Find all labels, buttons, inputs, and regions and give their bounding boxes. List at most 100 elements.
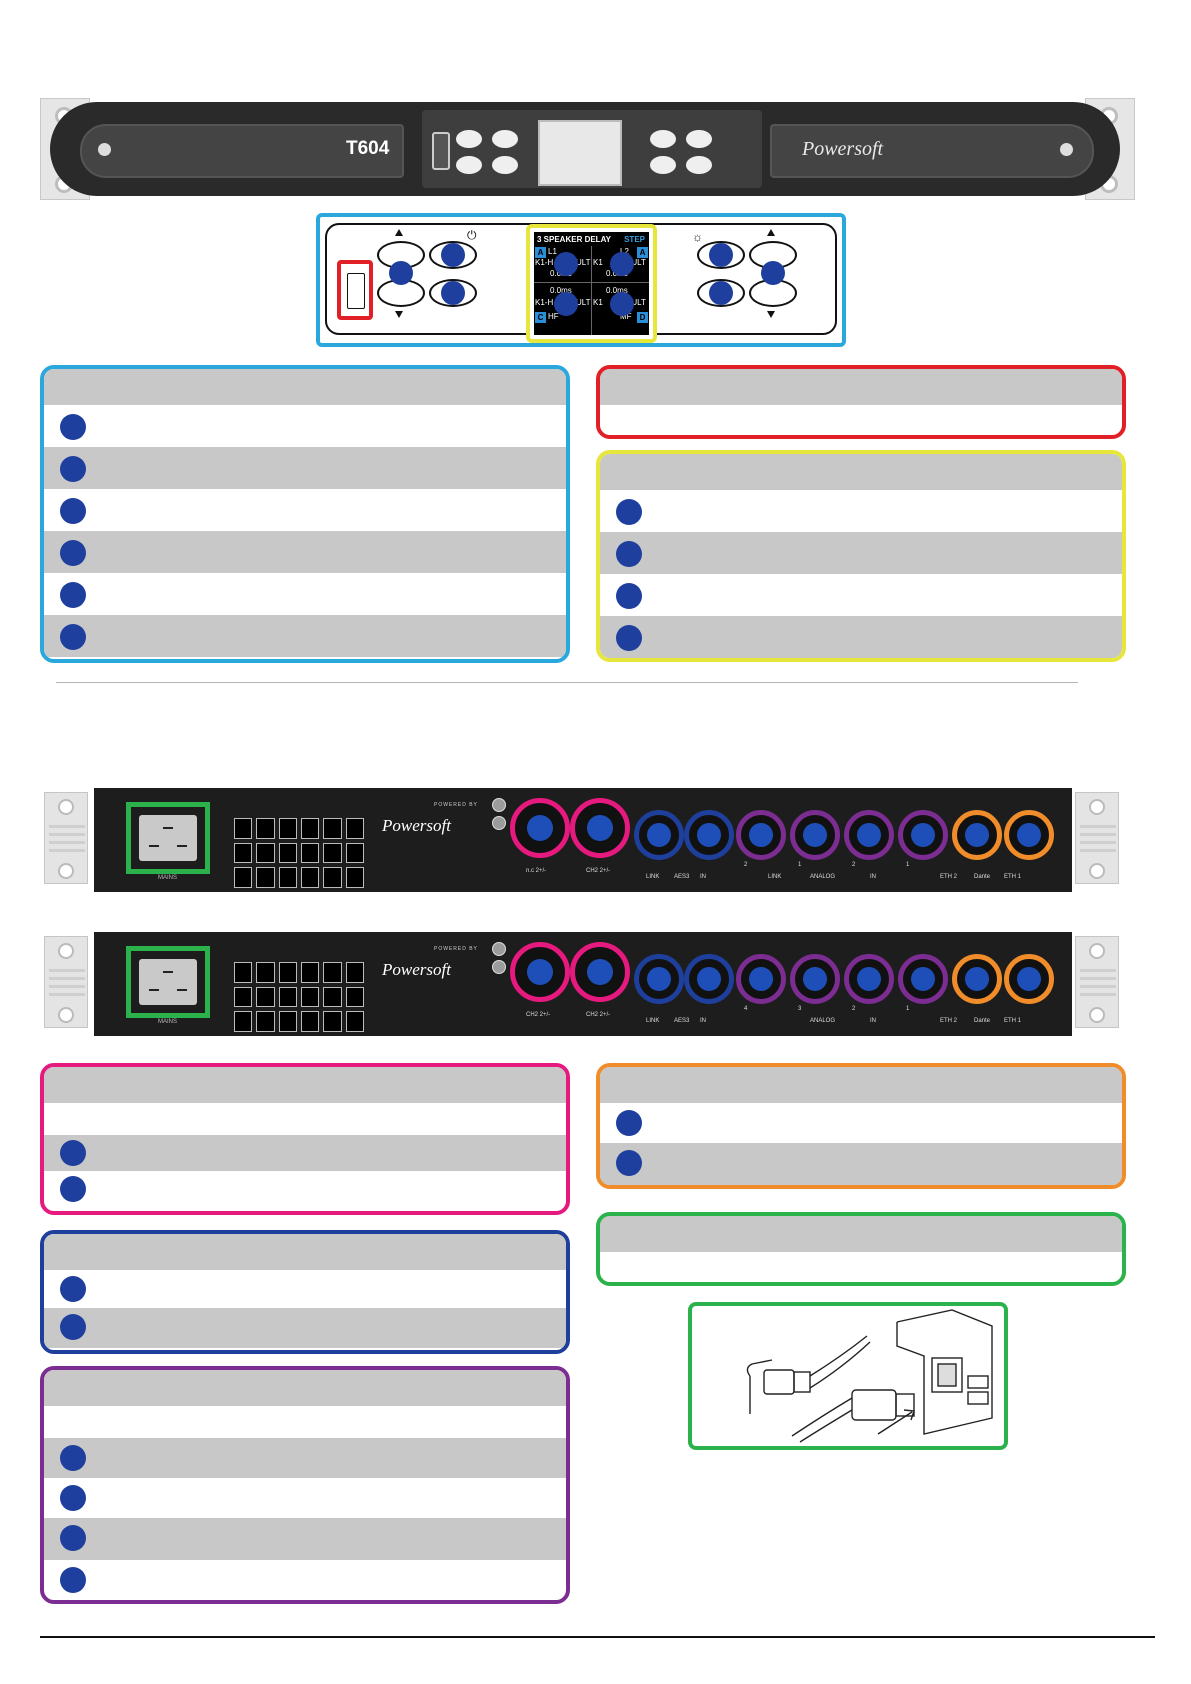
callout-dot bbox=[60, 1276, 86, 1302]
speaker-output-1[interactable] bbox=[510, 942, 570, 1002]
fin bbox=[49, 849, 85, 852]
lcd-divider bbox=[591, 246, 592, 335]
pin bbox=[149, 845, 159, 847]
analog-in-1[interactable] bbox=[898, 954, 948, 1004]
rack-ear-right bbox=[1075, 936, 1119, 1028]
controls-legend bbox=[40, 365, 570, 663]
output-label-1: CH2 2+/- bbox=[526, 1012, 551, 1018]
mains-inlet[interactable] bbox=[126, 802, 210, 874]
speaker-output-2[interactable] bbox=[570, 942, 630, 1002]
callout-dot bbox=[60, 540, 86, 566]
legend-row bbox=[44, 615, 566, 657]
connector-core bbox=[647, 967, 671, 991]
callout-dot bbox=[60, 624, 86, 650]
fin bbox=[49, 969, 85, 972]
rear-panel-4ch: MAINS POWERED BY Powersoft CH2 2+/- CH2 … bbox=[44, 932, 1119, 1036]
page-footer-line bbox=[40, 1636, 1155, 1638]
down-arrow-icon bbox=[395, 311, 403, 318]
aes-in[interactable] bbox=[684, 954, 734, 1004]
analog-in-4[interactable] bbox=[736, 954, 786, 1004]
analog-in-2[interactable] bbox=[844, 954, 894, 1004]
mounting-hole bbox=[1089, 943, 1105, 959]
fin bbox=[1080, 993, 1116, 996]
power-icon: ⏻ bbox=[467, 228, 477, 242]
fin bbox=[1080, 977, 1116, 980]
lcd-speaker-d-end: AULT bbox=[626, 298, 646, 307]
eth1-label: ETH 1 bbox=[1004, 874, 1022, 880]
channel-number: 1 bbox=[798, 862, 802, 868]
down-arrow-icon bbox=[767, 311, 775, 318]
connector-core bbox=[1017, 823, 1041, 847]
mounting-hole bbox=[1089, 1007, 1105, 1023]
front-button[interactable] bbox=[456, 156, 482, 174]
aes-link[interactable] bbox=[634, 954, 684, 1004]
rack-ear-left bbox=[44, 936, 88, 1028]
lcd-tag-b: A bbox=[637, 247, 648, 258]
aes-in[interactable] bbox=[684, 810, 734, 860]
connector-core bbox=[803, 967, 827, 991]
lcd-speaker-b-end: AULT bbox=[626, 258, 646, 267]
legend-row bbox=[600, 1103, 1122, 1143]
analog-in-2[interactable] bbox=[844, 810, 894, 860]
legend-row bbox=[600, 532, 1122, 574]
ethernet-port-2[interactable] bbox=[952, 810, 1002, 860]
ethernet-port-1[interactable] bbox=[1004, 954, 1054, 1004]
analog-link-2[interactable] bbox=[736, 810, 786, 860]
mains-label: MAINS bbox=[158, 875, 178, 881]
front-screw bbox=[1060, 143, 1073, 156]
vent-grille bbox=[234, 962, 364, 1032]
fin bbox=[49, 977, 85, 980]
speaker-output-2[interactable] bbox=[570, 798, 630, 858]
fin bbox=[1080, 825, 1116, 828]
aes-legend bbox=[40, 1230, 570, 1354]
front-button[interactable] bbox=[492, 156, 518, 174]
analog-in-1[interactable] bbox=[898, 810, 948, 860]
front-button[interactable] bbox=[492, 130, 518, 148]
pin bbox=[163, 827, 173, 829]
callout-dot bbox=[709, 281, 733, 305]
legend-row bbox=[600, 574, 1122, 616]
pin bbox=[163, 971, 173, 973]
callout-dot bbox=[60, 1176, 86, 1202]
lcd-speaker-b: K1 bbox=[593, 258, 603, 267]
connector-core bbox=[647, 823, 671, 847]
powered-by-label: POWERED BY bbox=[434, 946, 478, 952]
mains-inlet[interactable] bbox=[126, 946, 210, 1018]
rear-chassis: MAINS POWERED BY Powersoft CH2 2+/- CH2 … bbox=[94, 932, 1072, 1036]
front-button[interactable] bbox=[456, 130, 482, 148]
callout-dot bbox=[441, 281, 465, 305]
brightness-icon: ☼ bbox=[692, 230, 703, 244]
ethernet-port-1[interactable] bbox=[1004, 810, 1054, 860]
callout-dot bbox=[441, 243, 465, 267]
front-button[interactable] bbox=[650, 156, 676, 174]
channel-number: 1 bbox=[906, 862, 910, 868]
fin bbox=[1080, 969, 1116, 972]
analog-in-3[interactable] bbox=[790, 954, 840, 1004]
mains-label: MAINS bbox=[158, 1019, 178, 1025]
speaker-output-1[interactable] bbox=[510, 798, 570, 858]
channel-number: 3 bbox=[798, 1006, 802, 1012]
callout-dot bbox=[554, 252, 578, 276]
front-button[interactable] bbox=[686, 156, 712, 174]
legend-row bbox=[600, 490, 1122, 532]
front-grille-right bbox=[770, 124, 1094, 178]
front-faceplate: T604 Powersoft bbox=[50, 102, 1120, 196]
front-button[interactable] bbox=[686, 130, 712, 148]
output-label-2: CH2 2+/- bbox=[586, 1012, 611, 1018]
lcd-name-b: L2 bbox=[620, 247, 629, 256]
legend-row bbox=[44, 405, 566, 447]
front-button[interactable] bbox=[650, 130, 676, 148]
analog-link-1[interactable] bbox=[790, 810, 840, 860]
usb-port[interactable] bbox=[432, 132, 450, 170]
lcd-screen: 3 SPEAKER DELAY STEP A L1 K1-H ULT 0.0ms… bbox=[534, 232, 649, 335]
aes-link[interactable] bbox=[634, 810, 684, 860]
legend-header bbox=[44, 1067, 566, 1103]
display-callout: 3 SPEAKER DELAY STEP A L1 K1-H ULT 0.0ms… bbox=[526, 224, 657, 343]
ethernet-port-2[interactable] bbox=[952, 954, 1002, 1004]
connector-core bbox=[1017, 967, 1041, 991]
link-label-analog: LINK bbox=[768, 874, 782, 880]
callout-dot bbox=[60, 1485, 86, 1511]
lcd-title: 3 SPEAKER DELAY bbox=[537, 235, 611, 244]
connector-core bbox=[587, 815, 613, 841]
fin bbox=[49, 833, 85, 836]
